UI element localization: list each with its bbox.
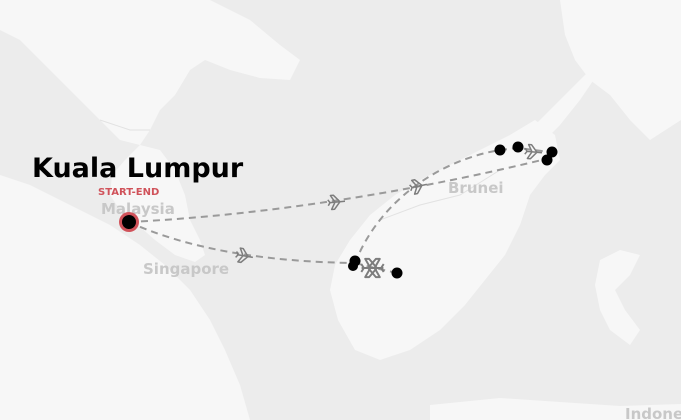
palawan-landmass bbox=[520, 70, 597, 145]
malay-peninsula bbox=[110, 145, 205, 262]
stop-markers bbox=[348, 141, 558, 279]
border-line bbox=[99, 119, 150, 131]
borneo-landmass bbox=[330, 120, 560, 360]
origin-city-title: Kuala Lumpur bbox=[32, 153, 244, 184]
stop-dot-icon[interactable] bbox=[391, 267, 403, 279]
philippines-landmass bbox=[560, 0, 681, 140]
stop-dot-icon[interactable] bbox=[546, 146, 558, 158]
country-label-brunei: Brunei bbox=[448, 179, 504, 197]
start-end-tag: START-END bbox=[98, 187, 159, 198]
stop-dot-icon[interactable] bbox=[494, 144, 506, 156]
sulawesi-landmass bbox=[595, 250, 640, 345]
stop-dot-icon[interactable] bbox=[348, 261, 358, 271]
java-landmass bbox=[430, 398, 681, 420]
mainland-landmass bbox=[0, 0, 300, 145]
border-line bbox=[379, 169, 501, 221]
country-label-singapore: Singapore bbox=[143, 260, 229, 278]
stop-dot-icon[interactable] bbox=[512, 141, 524, 153]
country-label-malaysia: Malaysia bbox=[101, 200, 175, 218]
route-kl-to-kuching bbox=[128, 221, 356, 264]
stop-dot-icon[interactable] bbox=[541, 154, 553, 166]
country-label-indonesia: Indone bbox=[625, 405, 681, 420]
origin-marker-core bbox=[122, 215, 136, 229]
sumatra-landmass bbox=[0, 175, 250, 420]
